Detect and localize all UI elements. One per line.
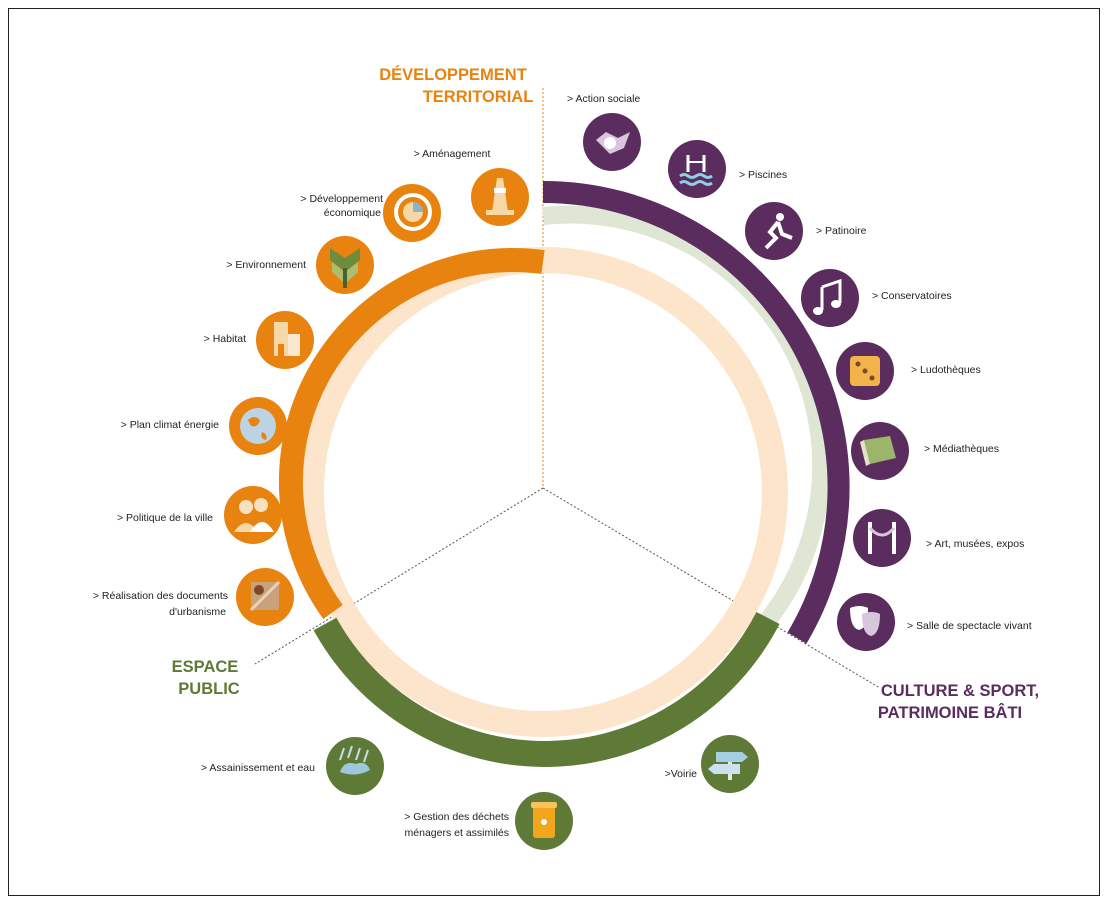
- rain-icon: [339, 745, 370, 775]
- label-patinoire: > Patinoire: [816, 225, 867, 237]
- label-habitat: > Habitat: [204, 333, 246, 345]
- museum-rope-icon: [868, 522, 896, 554]
- label-environnement: > Environnement: [226, 259, 306, 271]
- leaf-icon: [330, 248, 360, 288]
- label-urbanisme-line2: d'urbanisme: [169, 606, 226, 618]
- diagram-frame: [8, 8, 1100, 896]
- label-ludotheques: > Ludothèques: [911, 364, 981, 376]
- item-mediatheques: > Médiathèques: [851, 422, 999, 480]
- pie-chart-icon: [394, 193, 432, 231]
- pool-icon: [679, 155, 713, 186]
- globe-icon: [240, 408, 276, 444]
- building-icon: [274, 322, 300, 356]
- skater-icon: [764, 213, 793, 250]
- section-title-culture-line2: PATRIMOINE BÂTI: [878, 703, 1022, 722]
- label-urbanisme-line1: > Réalisation des documents: [93, 590, 228, 602]
- trash-bin-icon: [531, 802, 557, 838]
- item-spectacle: > Salle de spectacle vivant: [837, 593, 1032, 651]
- section-title-culture-line1: CULTURE & SPORT,: [881, 682, 1039, 700]
- item-conservatoires: > Conservatoires: [801, 269, 952, 327]
- label-piscines: > Piscines: [739, 169, 787, 181]
- item-art: > Art, musées, expos: [853, 509, 1024, 567]
- item-plan-climat: > Plan climat énergie: [121, 397, 287, 455]
- signpost-icon: [708, 752, 748, 780]
- section-title-espace-line1: ESPACE: [172, 658, 239, 676]
- handshake-icon: [596, 132, 630, 154]
- item-action-sociale: > Action sociale: [567, 93, 641, 171]
- section-title-dev-line1: DÉVELOPPEMENT: [379, 65, 527, 84]
- item-environnement: > Environnement: [226, 236, 374, 294]
- dice-icon: [850, 356, 880, 386]
- label-art: > Art, musées, expos: [926, 538, 1024, 550]
- section-title-dev-line2: TERRITORIAL: [423, 88, 534, 106]
- ring-orange: [278, 248, 545, 620]
- separator-right: [542, 487, 881, 689]
- label-dechets-line2: ménagers et assimilés: [405, 827, 509, 839]
- item-amenagement: > Aménagement: [414, 148, 529, 226]
- item-piscines: > Piscines: [668, 140, 787, 198]
- item-habitat: > Habitat: [204, 311, 314, 369]
- label-assainissement: > Assainissement et eau: [201, 762, 315, 774]
- item-assainissement: > Assainissement et eau: [201, 737, 384, 795]
- traffic-cone-icon: [486, 178, 514, 215]
- label-voirie: >Voirie: [665, 768, 698, 780]
- section-title-espace-line2: PUBLIC: [178, 680, 240, 698]
- music-note-icon: [813, 278, 842, 315]
- ring-purple: [542, 180, 850, 644]
- label-politique-ville: > Politique de la ville: [117, 512, 213, 524]
- label-mediatheques: > Médiathèques: [924, 443, 999, 455]
- label-dev-eco-line1: > Développement: [300, 193, 383, 205]
- ring-green: [313, 612, 780, 767]
- item-voirie: >Voirie: [665, 735, 759, 793]
- item-dechets: > Gestion des déchets ménagers et assimi…: [404, 792, 573, 850]
- label-action-sociale: > Action sociale: [567, 93, 640, 105]
- people-icon: [234, 498, 274, 532]
- item-ludotheques: > Ludothèques: [836, 342, 981, 400]
- item-urbanisme: > Réalisation des documents d'urbanisme: [93, 568, 294, 626]
- label-dechets-line1: > Gestion des déchets: [404, 811, 509, 823]
- item-dev-eco: > Développement économique: [300, 184, 441, 242]
- label-dev-eco-line2: économique: [324, 207, 381, 219]
- book-icon: [860, 436, 896, 466]
- separator-left: [254, 487, 544, 665]
- label-plan-climat: > Plan climat énergie: [121, 419, 220, 431]
- item-politique-ville: > Politique de la ville: [117, 486, 282, 544]
- label-amenagement: > Aménagement: [414, 148, 491, 160]
- map-pin-icon: [249, 580, 281, 612]
- theater-masks-icon: [850, 606, 880, 636]
- ring-peach: [297, 247, 788, 737]
- label-conservatoires: > Conservatoires: [872, 290, 952, 302]
- item-patinoire: > Patinoire: [745, 202, 867, 260]
- label-spectacle: > Salle de spectacle vivant: [907, 620, 1032, 632]
